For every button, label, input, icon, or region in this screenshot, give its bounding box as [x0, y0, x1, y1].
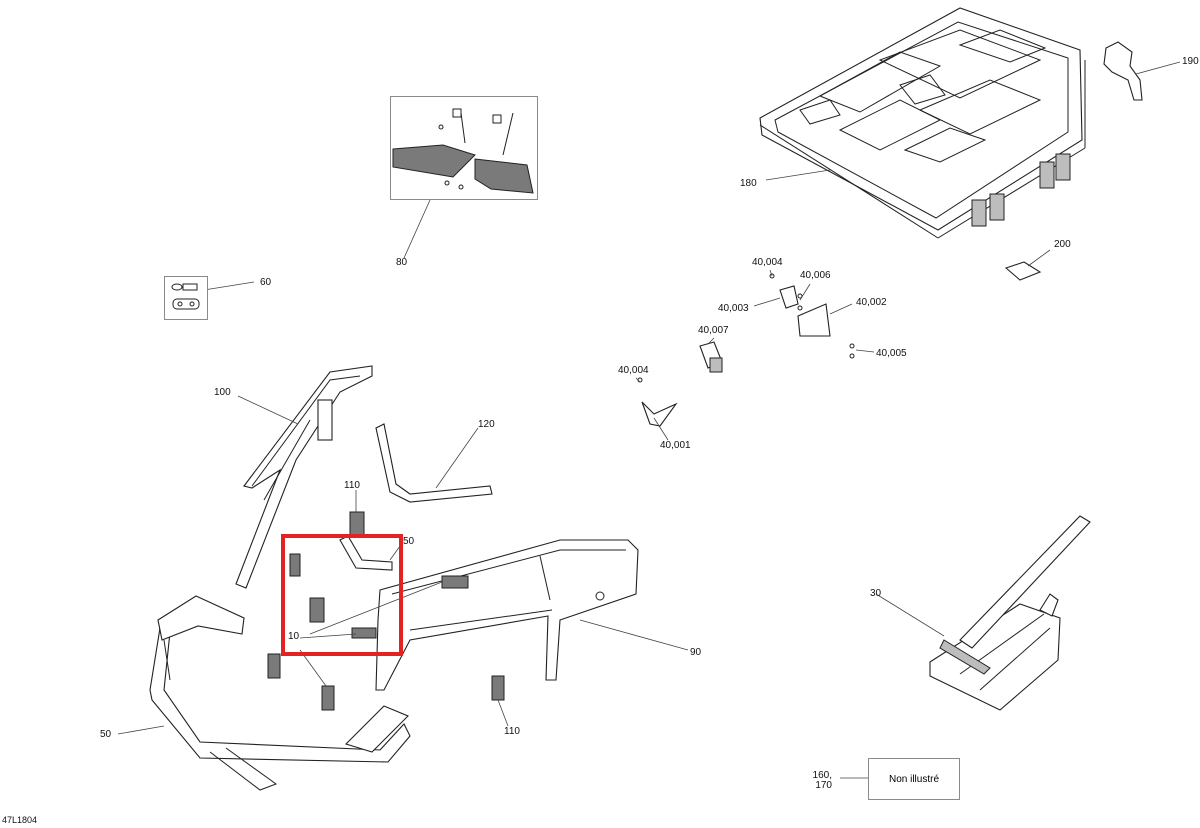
callout-10: 10: [288, 631, 300, 642]
callout-50-top: 50: [403, 536, 415, 547]
callout-190: 190: [1182, 56, 1199, 67]
callout-90: 90: [690, 647, 702, 658]
callout-40005: 40,005: [876, 348, 907, 359]
callout-160: 160,: [812, 770, 832, 781]
callout-40006: 40,006: [800, 270, 831, 281]
callout-200: 200: [1054, 239, 1071, 250]
callout-110-bottom: 110: [504, 726, 520, 737]
callout-60: 60: [260, 277, 272, 288]
inset-box-60: [164, 276, 208, 320]
callout-160-170: 160, 170: [806, 771, 832, 791]
callout-40002: 40,002: [856, 297, 887, 308]
shovel: [929, 515, 1091, 711]
leader-lines: [117, 61, 1181, 779]
inset-80-drawing: [392, 108, 534, 194]
callout-40003: 40,003: [718, 303, 749, 314]
inset-60-drawing: [171, 283, 200, 310]
not-illustrated-box: Non illustré: [868, 758, 960, 800]
diagram-code: 47L1804: [2, 815, 38, 825]
clamps: [267, 511, 505, 711]
frame-100: [235, 365, 373, 589]
bumper-50-bottom: [149, 595, 411, 791]
bracket-190: [1103, 41, 1143, 101]
label-200: [1004, 261, 1042, 281]
callout-40004-top: 40,004: [752, 257, 783, 268]
rack-platform: [759, 7, 1086, 239]
callout-110-top: 110: [344, 480, 360, 491]
callout-40004-left: 40,004: [618, 365, 649, 376]
callout-170: 170: [815, 780, 832, 791]
callout-40007: 40,007: [698, 325, 729, 336]
callout-120: 120: [478, 419, 495, 430]
frame-90: [375, 539, 639, 691]
callout-40001: 40,001: [660, 440, 691, 451]
callout-50-bottom: 50: [100, 729, 112, 740]
callout-30: 30: [870, 588, 882, 599]
callout-180: 180: [740, 178, 757, 189]
inset-box-80: [390, 96, 538, 200]
callout-100: 100: [214, 387, 231, 398]
small-parts-40000: [637, 273, 855, 427]
bar-120: [375, 423, 493, 503]
highlight-box: [281, 534, 403, 656]
not-illustrated-label: Non illustré: [888, 773, 940, 785]
callout-80: 80: [396, 257, 408, 268]
